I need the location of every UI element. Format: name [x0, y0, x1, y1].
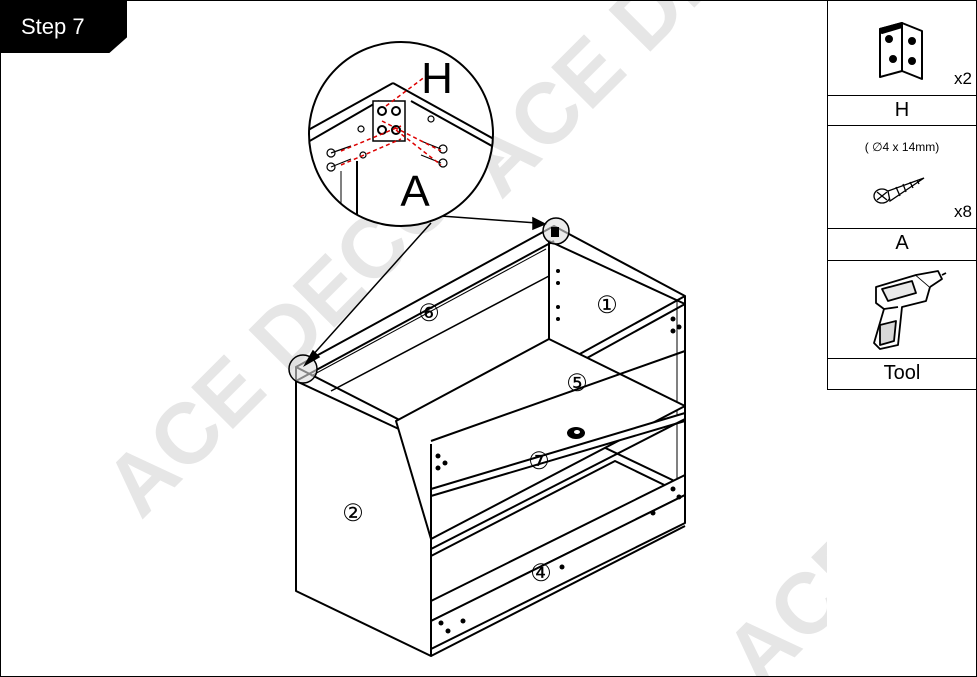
- bottom-edge: [430, 525, 686, 657]
- shelf-5: [395, 338, 686, 540]
- watermark-text: ACE DECOR: [447, 1, 827, 214]
- panel-label-5: ⑤: [566, 370, 588, 397]
- part-a-cell: ( ∅4 x 14mm) x8: [828, 126, 976, 229]
- panel-label-7: ⑦: [528, 448, 550, 475]
- panel-label-6: ⑥: [418, 300, 440, 327]
- top-rail-edge: [295, 240, 555, 382]
- part-h-cell: x2: [828, 1, 976, 96]
- parts-panel: x2 H ( ∅4 x 14mm) x8 A: [827, 1, 976, 390]
- detail-callout: H A: [308, 41, 494, 227]
- panel-label-4: ④: [530, 560, 552, 587]
- tool-label: Tool: [883, 362, 921, 384]
- callout-arrows: [302, 215, 547, 368]
- power-drill-icon: [873, 270, 947, 350]
- callout-label-a: A: [400, 167, 430, 216]
- step-badge: Step 7: [1, 1, 127, 53]
- callout-label-h: H: [421, 54, 453, 103]
- part-h-quantity: x2: [954, 69, 972, 88]
- part-a-quantity: x8: [954, 202, 972, 221]
- shelf-7-edge: [430, 418, 686, 550]
- screw-icon: [873, 177, 925, 204]
- dowel-holes: [435, 269, 682, 634]
- tool-cell: [828, 261, 976, 359]
- watermark-text: ACE DECOR: [707, 272, 827, 676]
- cable-grommet: [567, 427, 585, 439]
- panel-label-2: ②: [342, 500, 364, 527]
- part-a-label: A: [828, 229, 976, 261]
- panel-label-1: ①: [596, 292, 618, 319]
- assembly-diagram: ACE DECOR ACE DECOR ACE DECOR: [87, 1, 827, 676]
- part-h-label: H: [828, 96, 976, 126]
- bracket-mark: [551, 227, 559, 237]
- back-panel-edge: [310, 248, 547, 377]
- l-bracket-icon: [879, 22, 923, 80]
- shelf-front-edge: [430, 350, 686, 442]
- part-a-size: ( ∅4 x 14mm): [864, 140, 940, 154]
